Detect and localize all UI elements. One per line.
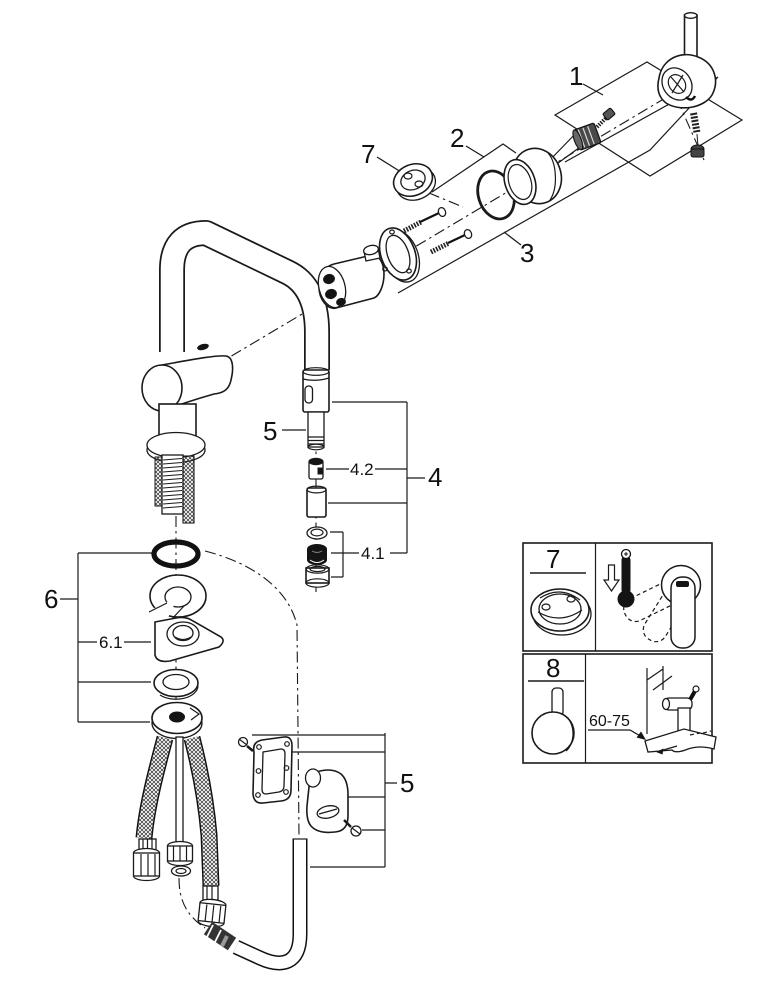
cartridge — [317, 244, 385, 310]
faucet-base — [146, 403, 206, 524]
mounting-screws — [402, 206, 473, 255]
callout-1-label: 1 — [569, 61, 583, 91]
supply-hose-right — [183, 735, 227, 928]
callout-labels: 1 2 7 3 5 4.2 4 4.1 6 6.1 5 — [44, 61, 583, 798]
mounting-washer — [153, 668, 199, 700]
spray-head-mount — [302, 367, 330, 451]
plug-icon — [531, 687, 575, 755]
callout-6-1-label: 6.1 — [99, 633, 123, 652]
callout-5-clamp-label: 5 — [400, 768, 414, 798]
temperature-limiter-ring-icon — [530, 588, 592, 636]
panel-7: 7 — [522, 542, 713, 652]
escutcheon-flange — [378, 227, 421, 283]
lever-handle-icon — [623, 564, 702, 649]
callout-4-label: 4 — [428, 462, 442, 492]
hose-tail — [182, 455, 195, 524]
callout-6-label: 6 — [44, 584, 58, 614]
arrow-down-icon — [602, 564, 621, 593]
callout-4-1-label: 4.1 — [361, 544, 385, 563]
handle-hole — [197, 343, 209, 351]
cap-screw — [595, 107, 616, 129]
clamp-screw-bottom — [343, 819, 362, 837]
mousseur-cup — [305, 564, 330, 588]
check-valve — [308, 457, 324, 480]
mounting-nut — [151, 701, 203, 740]
callout-3-label: 3 — [520, 238, 534, 268]
lever-handle — [657, 12, 717, 109]
panel-8: 8 60-75 — [522, 653, 717, 764]
thermometer-icon — [617, 548, 635, 608]
callout-4-2-label: 4.2 — [350, 460, 374, 479]
mounting-depth-dimension: 60-75 — [589, 713, 630, 730]
hose-weight-clamp — [237, 736, 362, 837]
panel-8-label: 8 — [546, 653, 560, 683]
handle-grub-screw — [690, 112, 705, 158]
mounting-bolt — [166, 736, 194, 877]
stabilizing-cone — [154, 616, 224, 663]
supply-hose-left — [132, 735, 174, 882]
pullout-hose — [203, 838, 308, 971]
callout-5-spray-label: 5 — [263, 416, 277, 446]
cartridge-nut — [572, 122, 602, 151]
mousseur-sleeve — [306, 485, 327, 518]
hose-tail — [154, 456, 163, 507]
temperature-limiter-ring — [392, 162, 437, 201]
panel-7-label: 7 — [546, 544, 560, 574]
callout-2-label: 2 — [450, 123, 464, 153]
counter-mounting-icon — [588, 666, 717, 755]
faucet-spout — [159, 220, 330, 370]
callout-7-label: 7 — [361, 139, 375, 169]
dome-cap — [503, 147, 563, 206]
base-o-ring — [151, 539, 201, 569]
mousseur-washer — [306, 526, 328, 540]
mousseur-insert — [307, 544, 327, 565]
faucet-body — [141, 343, 234, 413]
clamp-screw-top — [237, 736, 254, 752]
horseshoe-spacer — [144, 574, 207, 624]
